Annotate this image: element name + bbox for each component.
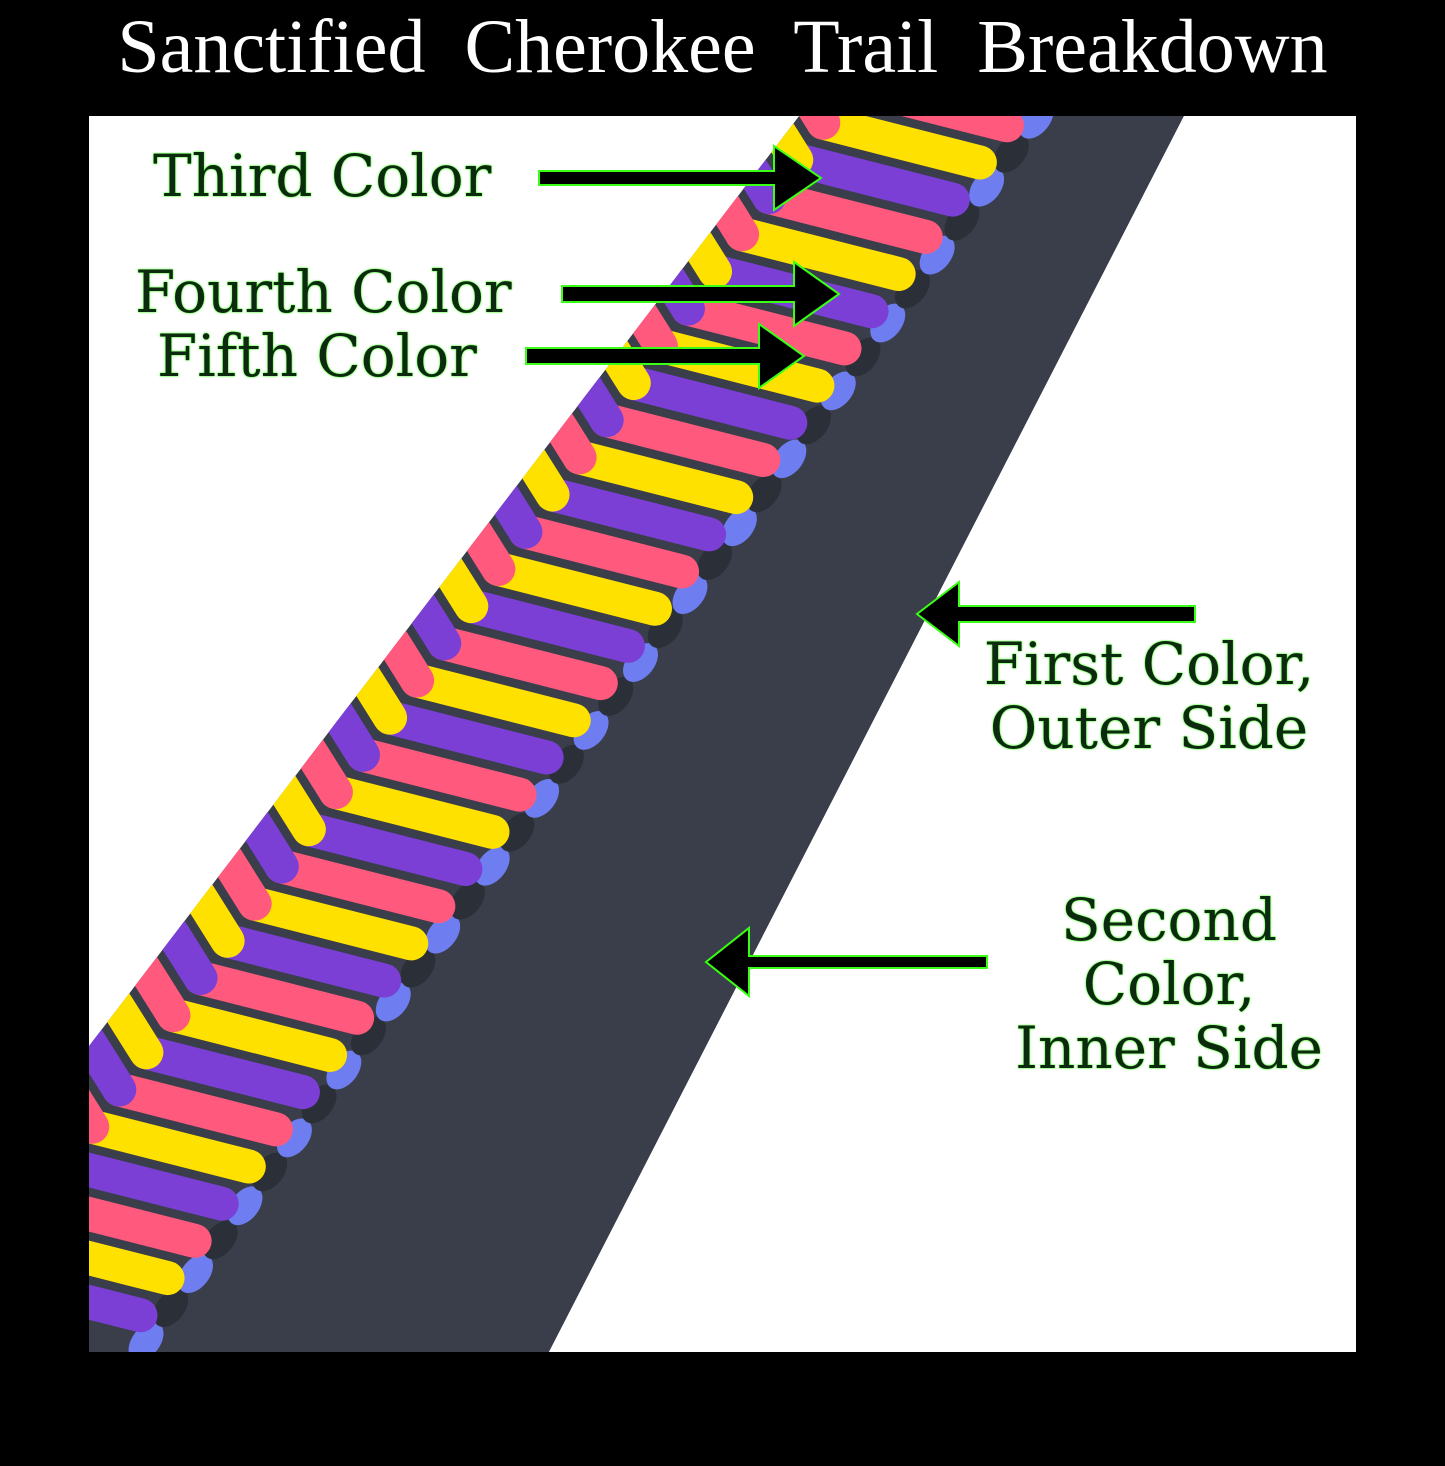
braid-cord (562, 440, 754, 515)
label-second-color-line3: Inner Side (1015, 1014, 1323, 1082)
braid-cord (427, 626, 618, 701)
braid-cord (89, 935, 137, 1107)
braid-cord (779, 142, 970, 217)
braid-cord (291, 812, 483, 887)
label-first-color-line2: Outer Side (989, 694, 1309, 762)
edge-stitch (993, 133, 1029, 173)
edge-stitch (202, 1220, 238, 1260)
braid-cord (89, 1258, 158, 1333)
edge-stitch (474, 846, 510, 886)
edge-stitch (178, 1254, 213, 1294)
arrow-third-color (525, 144, 1196, 999)
braid-cord (237, 886, 429, 961)
braid-cord (752, 180, 943, 254)
braid-cord (481, 551, 672, 626)
photo-panel: Third Color Fourth Color Fifth Color Fir… (89, 116, 1356, 1352)
label-second-color: Second Color, Inner Side (969, 888, 1356, 1080)
braid-cord (345, 737, 537, 812)
braid-cord (616, 366, 808, 440)
edge-stitch (1018, 116, 1054, 139)
braid-cord (102, 1072, 293, 1147)
braid-cord (156, 998, 348, 1072)
braid-cord (400, 663, 591, 738)
edge-stitch (499, 812, 535, 852)
edge-stitch (721, 507, 757, 547)
braid-cord (89, 1184, 212, 1258)
label-second-color-line1: Second (1061, 886, 1277, 954)
braid-cord (589, 403, 781, 477)
braid-cord (89, 1109, 266, 1184)
label-first-color-line1: First Color, (983, 630, 1315, 698)
label-fifth-color: Fifth Color (157, 322, 477, 390)
braid-cord (535, 477, 727, 552)
label-third-color: Third Color (153, 142, 492, 210)
edge-stitch (746, 473, 782, 513)
braid-cord (264, 849, 456, 924)
braid-cord (833, 116, 1024, 143)
braid-cord (508, 514, 700, 589)
braid-cord (373, 700, 564, 775)
edge-stitch (771, 439, 807, 479)
braid-cord (89, 1221, 185, 1296)
label-second-color-line2: Color, (1082, 950, 1256, 1018)
page-title: Sanctified Cherokee Trail Breakdown (117, 5, 1328, 89)
label-fourth-color: Fourth Color (135, 258, 512, 326)
edge-stitch (153, 1288, 189, 1328)
braid-cord (725, 217, 916, 292)
braid-cord (129, 1035, 320, 1110)
edge-stitch (425, 914, 461, 954)
braid-cord (210, 923, 402, 998)
braid-cord (89, 1146, 239, 1221)
braid-cord (806, 116, 997, 180)
braid-cord (454, 589, 645, 663)
edge-stitch (449, 880, 485, 920)
braid-cord (183, 960, 375, 1035)
braid-cord (318, 775, 510, 849)
label-first-color: First Color, Outer Side (969, 632, 1329, 760)
